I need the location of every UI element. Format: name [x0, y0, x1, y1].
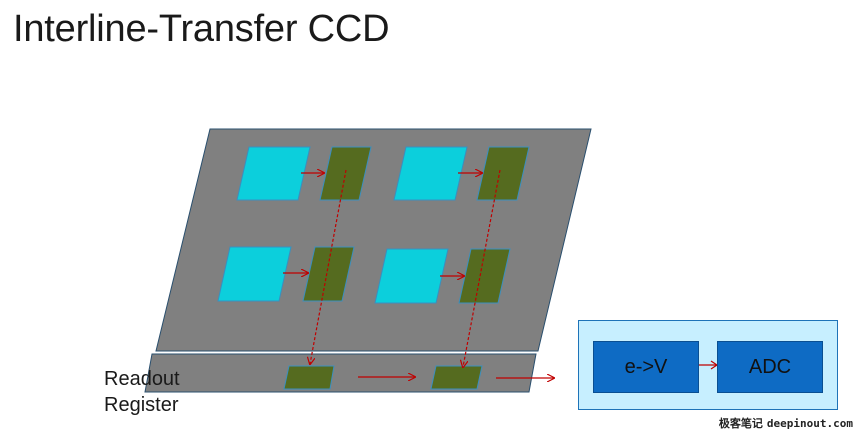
watermark-chinese: 极客笔记	[718, 417, 763, 430]
photodiode	[393, 146, 468, 201]
adc-stage: ADC	[717, 341, 823, 393]
readout-register-label: Readout Register	[104, 366, 180, 418]
photodiode	[236, 146, 311, 201]
slide-title: Interline-Transfer CCD	[13, 8, 390, 50]
photodiode	[374, 248, 449, 304]
storage-cell	[458, 248, 511, 304]
register-cell	[430, 365, 483, 390]
vertical-shift-arrow	[463, 169, 501, 367]
readout-label-line2: Register	[104, 394, 179, 416]
register-cell	[283, 365, 335, 390]
photodiode	[217, 246, 292, 302]
vertical-shift-arrow	[310, 169, 347, 364]
output-processing-box: e->V ADC	[578, 320, 838, 410]
readout-label-line1: Readout	[104, 368, 180, 390]
charge-to-voltage-stage: e->V	[593, 341, 699, 393]
watermark-site: deepinout.com	[766, 417, 853, 430]
storage-cell	[476, 146, 530, 201]
stage-arrow	[699, 360, 719, 370]
storage-cell	[319, 146, 372, 201]
storage-cell	[302, 246, 355, 302]
